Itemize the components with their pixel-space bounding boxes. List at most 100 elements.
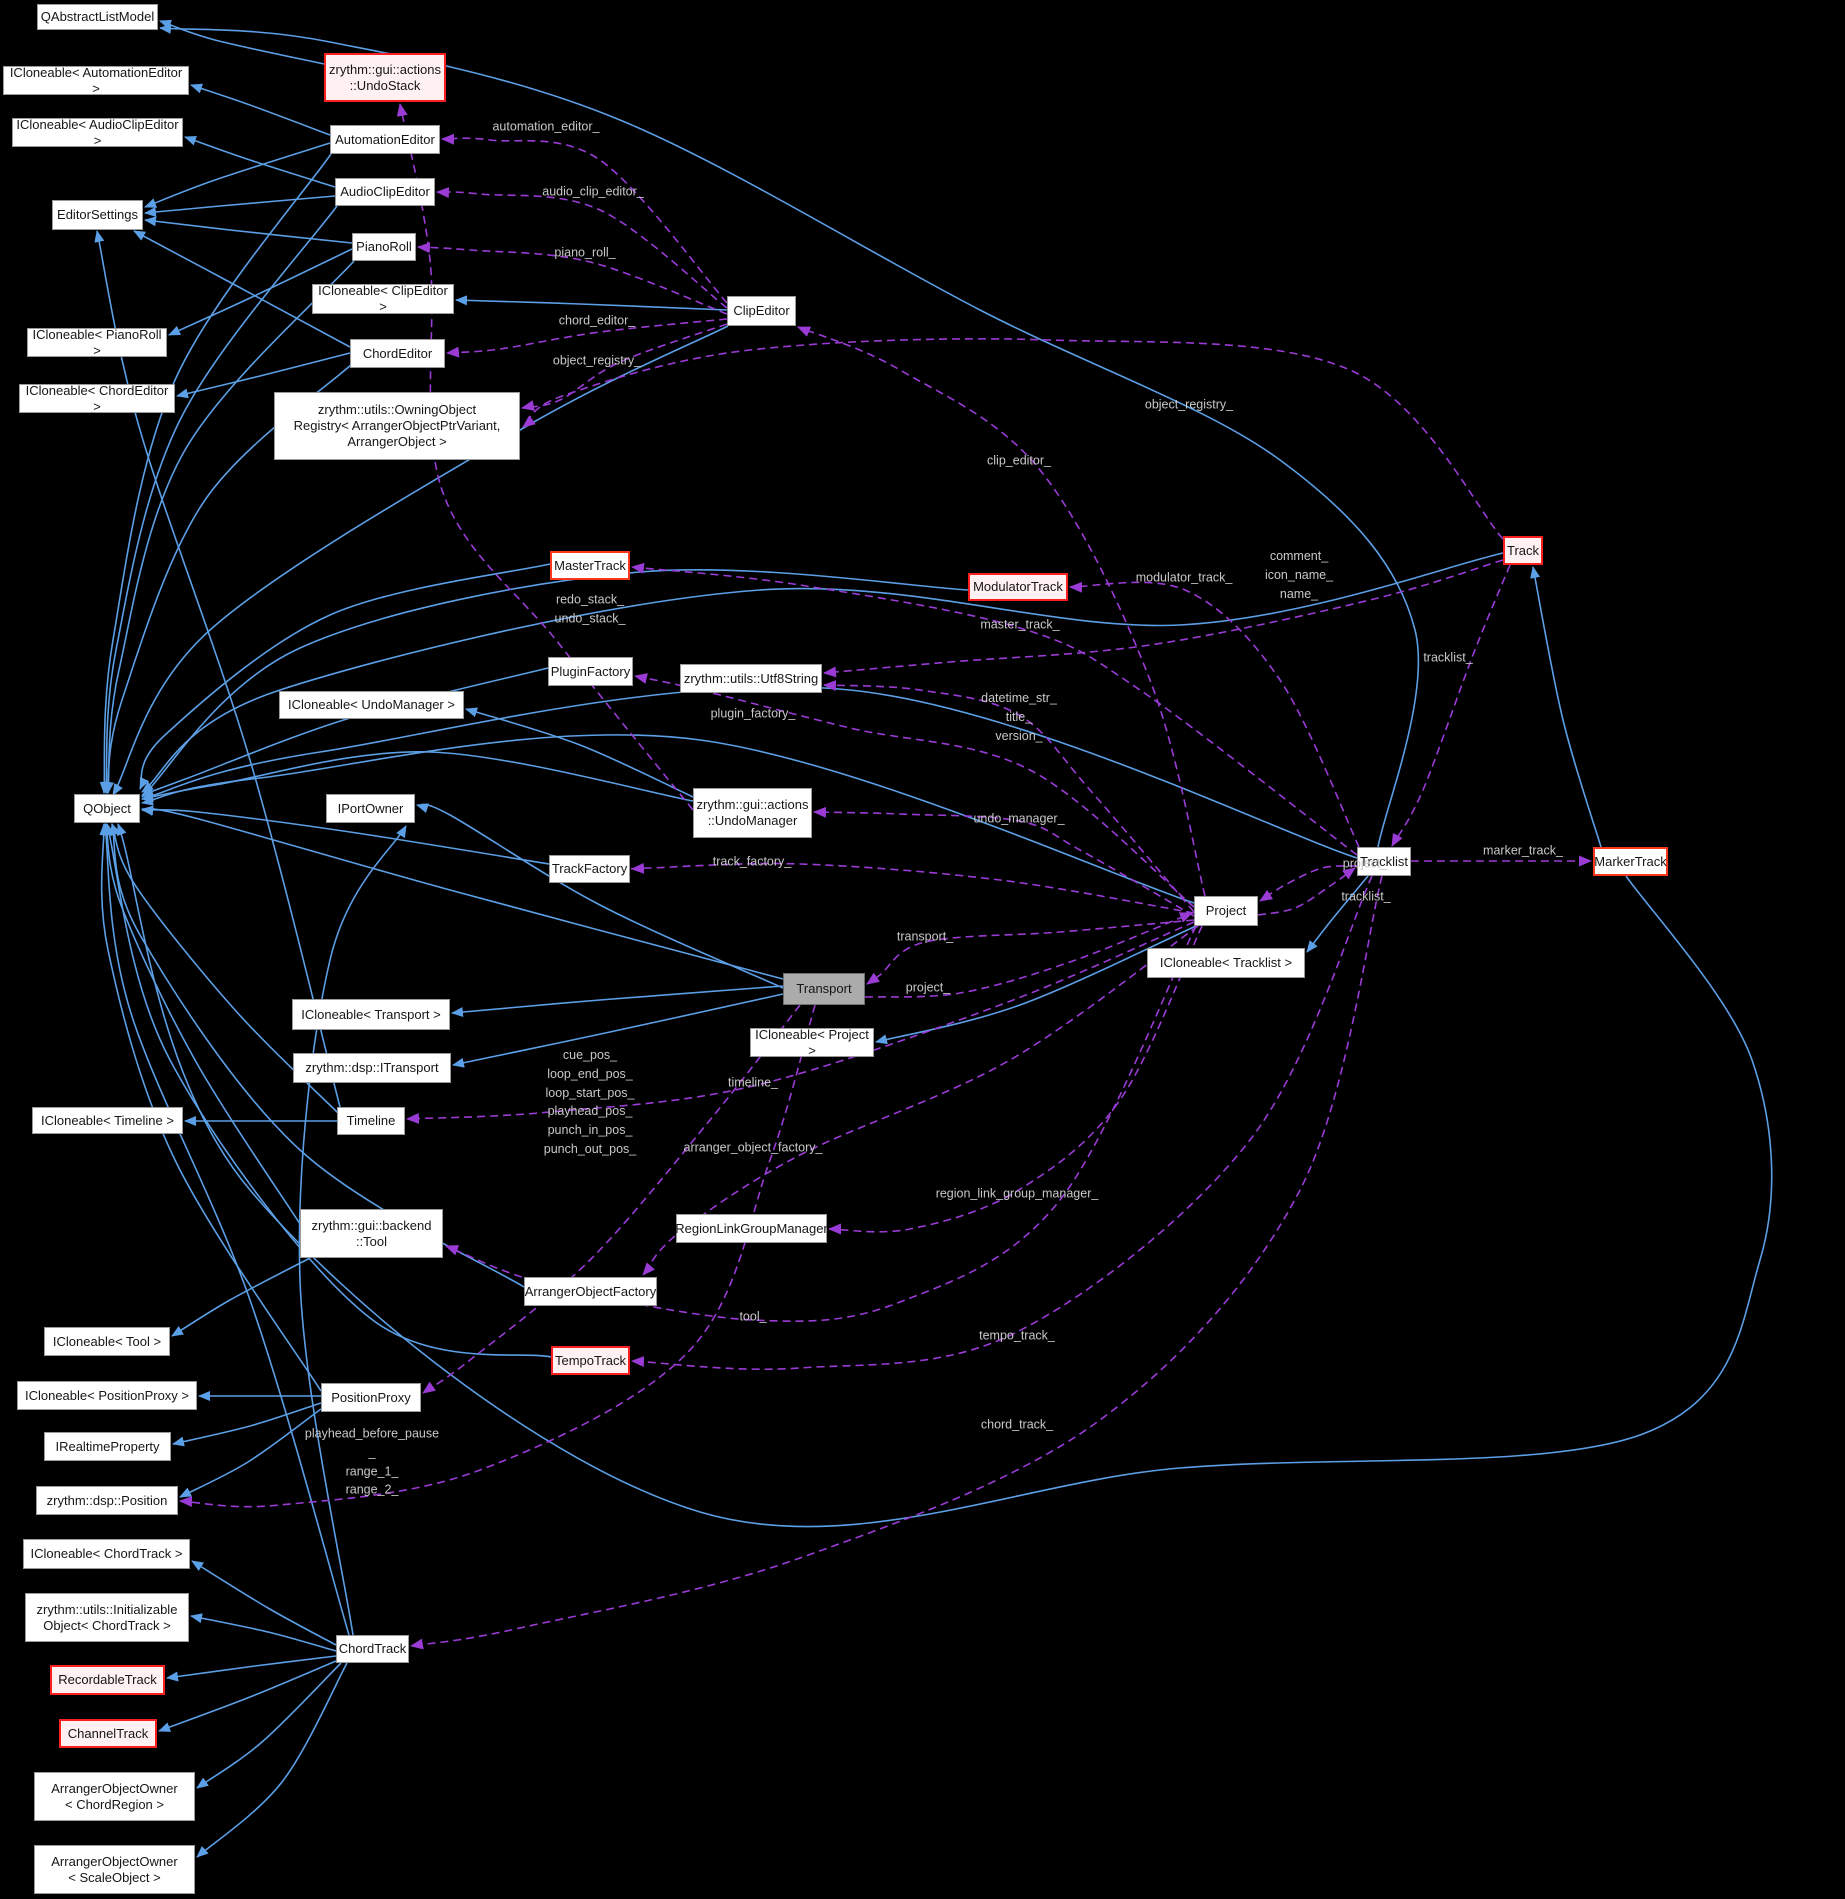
edge-audioclipeditor-to-icloneable-audioclipeditor [184,135,336,188]
node-transport[interactable]: Transport [783,973,865,1005]
edge-chordtrack-to-aoo-scaleobject [196,1662,348,1858]
node-regionlinkgroupmanager[interactable]: RegionLinkGroupManager [675,1214,828,1243]
edge-label-transport: transport_ [896,929,954,944]
node-icloneable-project[interactable]: ICloneable< Project > [750,1027,874,1058]
edge-tracklist-to-project [1259,865,1358,902]
node-tool[interactable]: zrythm::gui::backend ::Tool [300,1209,443,1258]
node-icloneable-pianoroll[interactable]: ICloneable< PianoRoll > [27,327,167,358]
edge-clipeditor-to-automationeditor [441,133,728,304]
node-clipeditor[interactable]: ClipEditor [727,296,796,326]
edge-track-to-utf8string [823,559,1504,678]
edge-label-object_registry: object_registry_ [552,353,642,368]
edge-label-tempo_track: tempo_track_ [979,1328,1055,1343]
edge-transport-to-positionproxy [422,1004,801,1394]
node-channeltrack[interactable]: ChannelTrack [59,1719,157,1748]
node-icloneable-transport[interactable]: ICloneable< Transport > [292,999,450,1030]
edge-label-piano_roll: piano_roll_ [554,245,616,260]
edge-project-to-transport [866,919,1195,985]
node-undomanager[interactable]: zrythm::gui::actions ::UndoManager [693,788,812,838]
edge-label-datetime_str: datetime_str_ title_ version_ [981,690,1057,743]
node-markertrack[interactable]: MarkerTrack [1593,847,1668,876]
edge-pluginfactory-to-qobject [141,667,549,796]
edge-clipeditor-to-owningobjectregistry [521,323,728,411]
node-track[interactable]: Track [1503,536,1543,565]
node-aoo-chordregion[interactable]: ArrangerObjectOwner < ChordRegion > [34,1772,195,1821]
edge-tracklist-to-modulatortrack [1069,581,1360,848]
edge-project-to-tool [445,925,1197,1322]
edge-pianoroll-to-icloneable-pianoroll [168,248,353,336]
edge-label-modulator_track: modulator_track_ [1135,570,1233,585]
node-icloneable-tracklist[interactable]: ICloneable< Tracklist > [1147,948,1305,978]
node-audioclipeditor[interactable]: AudioClipEditor [335,178,435,206]
edge-track-to-owningobjectregistry [522,338,1504,540]
node-undostack[interactable]: zrythm::gui::actions ::UndoStack [324,53,446,102]
edge-track-to-qobject [141,552,1504,793]
edge-label-tracklist: tracklist_ [1341,889,1391,904]
edge-label-undo_manager: undo_manager_ [973,811,1065,826]
edge-automationeditor-to-icloneable-automationeditor [190,83,331,136]
edge-modulatortrack-to-qobject [141,568,969,798]
node-timeline[interactable]: Timeline [337,1107,405,1135]
node-qobject[interactable]: QObject [74,794,140,823]
node-chordtrack[interactable]: ChordTrack [336,1635,409,1663]
edge-label-audio_clip_editor: audio_clip_editor_ [542,184,644,199]
node-aoo-scaleobject[interactable]: ArrangerObjectOwner < ScaleObject > [34,1845,195,1894]
node-pianoroll[interactable]: PianoRoll [352,233,416,261]
edge-transport-to-itransport [452,993,784,1068]
node-chordeditor[interactable]: ChordEditor [350,339,445,368]
edge-clipeditor-to-pianoroll [417,242,728,315]
node-qabstractlistmodel[interactable]: QAbstractListModel [37,4,158,30]
node-position[interactable]: zrythm::dsp::Position [36,1486,178,1515]
node-pluginfactory[interactable]: PluginFactory [548,657,633,686]
node-icloneable-automationeditor[interactable]: ICloneable< AutomationEditor > [3,65,189,96]
edge-tracklist-to-mastertrack [631,562,1358,856]
edge-label-plugin_factory: plugin_factory_ [710,706,796,721]
edge-chordeditor-to-icloneable-chordeditor [176,352,351,399]
node-editorsettings[interactable]: EditorSettings [52,200,143,230]
edge-project-to-utf8string [823,680,1195,913]
node-tempotrack[interactable]: TempoTrack [551,1346,630,1375]
node-trackfactory[interactable]: TrackFactory [549,855,630,883]
edge-audioclipeditor-to-editorsettings [144,195,336,217]
node-icloneable-timeline[interactable]: ICloneable< Timeline > [32,1107,183,1134]
node-itransport[interactable]: zrythm::dsp::ITransport [293,1053,451,1083]
node-initializableobject-chordtrack[interactable]: zrythm::utils::Initializable Object< Cho… [25,1593,189,1642]
edge-markertrack-to-qobject [117,823,1773,1528]
node-tracklist[interactable]: Tracklist [1357,847,1411,876]
edge-undomanager-to-undostack [396,103,694,811]
edge-clipeditor-to-audioclipeditor [436,187,728,309]
edge-label-timeline: timeline_ [727,1075,779,1090]
node-icloneable-audioclipeditor[interactable]: ICloneable< AudioClipEditor > [12,117,183,148]
edge-undostack-to-qabstractlistmodel [159,19,325,65]
edge-project-to-pluginfactory [634,673,1195,908]
node-iportowner[interactable]: IPortOwner [326,794,415,823]
node-icloneable-chordtrack[interactable]: ICloneable< ChordTrack > [23,1539,190,1569]
node-irealtimeproperty[interactable]: IRealtimeProperty [44,1432,171,1461]
edge-chordtrack-to-initializableobject-chordtrack [190,1613,337,1652]
node-recordabletrack[interactable]: RecordableTrack [50,1665,165,1695]
node-icloneable-chordeditor[interactable]: ICloneable< ChordEditor > [19,383,175,414]
edge-project-to-timeline [406,921,1195,1124]
node-icloneable-tool[interactable]: ICloneable< Tool > [44,1327,170,1356]
edge-project-to-clipeditor [797,326,1206,897]
edge-label-chord_editor: chord_editor_ [558,313,636,328]
node-modulatortrack[interactable]: ModulatorTrack [968,573,1068,601]
node-icloneable-positionproxy[interactable]: ICloneable< PositionProxy > [17,1381,197,1410]
node-mastertrack[interactable]: MasterTrack [550,551,630,580]
node-project[interactable]: Project [1194,896,1258,926]
edge-chordtrack-to-iportowner [298,825,407,1636]
node-positionproxy[interactable]: PositionProxy [321,1383,421,1412]
node-automationeditor[interactable]: AutomationEditor [330,125,440,154]
node-utf8string[interactable]: zrythm::utils::Utf8String [680,664,822,693]
node-owningobjectregistry[interactable]: zrythm::utils::OwningObject Registry< Ar… [274,392,520,460]
edge-positionproxy-to-qobject [99,823,322,1392]
edge-label-chord_track: chord_track_ [980,1417,1054,1432]
node-arrangerobjectfactory[interactable]: ArrangerObjectFactory [524,1277,657,1306]
edge-label-object_registry: object_registry_ [1144,397,1234,412]
edge-project-to-qobject [141,734,1195,904]
edge-tracklist-to-qabstractlistmodel [159,23,1420,848]
edge-pianoroll-to-editorsettings [144,216,353,244]
node-icloneable-clipeditor[interactable]: ICloneable< ClipEditor > [312,283,454,314]
node-icloneable-undomanager[interactable]: ICloneable< UndoManager > [279,691,464,719]
